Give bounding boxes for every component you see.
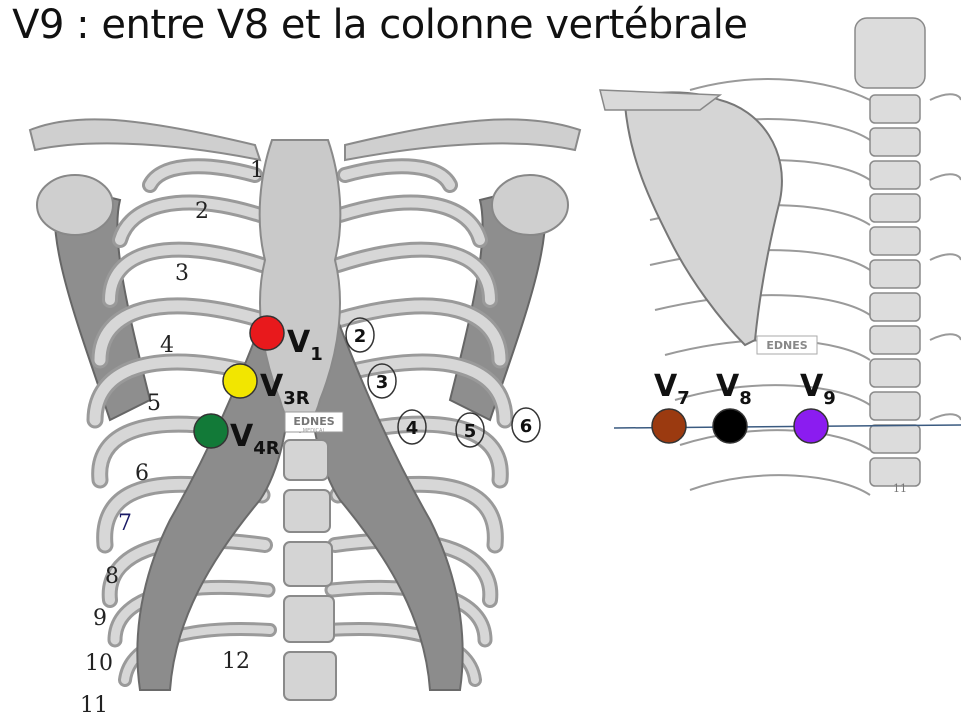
circled-rib-6: 6 <box>520 416 533 437</box>
watermark-sub-front: MEDICAL <box>303 428 326 434</box>
right-clavicle <box>30 119 260 160</box>
rib-number-6: 6 <box>135 461 149 486</box>
back-thorax-illustration: EDNES V7 V8 V9 11 <box>600 18 961 495</box>
rib-number-4: 4 <box>160 333 174 358</box>
right-humeral-head <box>37 175 113 235</box>
electrode-V7-label: V7 <box>654 369 690 409</box>
rib-number-7: 7 <box>118 511 132 536</box>
left-clavicle <box>345 119 580 160</box>
left-humeral-head <box>492 175 568 235</box>
spine-back <box>855 18 925 486</box>
rib-number-10: 10 <box>85 651 113 676</box>
circled-rib-3: 3 <box>376 372 389 393</box>
electrode-V3R-dot <box>223 364 257 398</box>
rib-number-1: 1 <box>250 158 264 183</box>
watermark-back: EDNES <box>766 339 807 352</box>
rib-number-9: 9 <box>93 606 107 631</box>
rib-number-12: 12 <box>222 649 250 674</box>
back-scapula <box>625 92 782 345</box>
watermark-front: EDNES <box>293 415 334 428</box>
back-acromion <box>600 90 720 110</box>
circled-rib-4: 4 <box>406 418 419 439</box>
circled-rib-2: 2 <box>354 326 367 347</box>
electrode-V9-dot <box>794 409 828 443</box>
electrode-V9-label: V9 <box>800 369 836 409</box>
circled-rib-5: 5 <box>464 421 477 442</box>
rib-number-3: 3 <box>175 261 189 286</box>
electrode-V4R-dot <box>194 414 228 448</box>
rib-number-8: 8 <box>105 564 119 589</box>
electrode-V8-label: V8 <box>716 369 752 409</box>
rib-number-11: 11 <box>80 693 108 718</box>
electrode-V7-dot <box>652 409 686 443</box>
electrode-V8-dot <box>713 409 747 443</box>
rib-number-2: 2 <box>195 199 209 224</box>
rib-number-5: 5 <box>147 391 161 416</box>
back-footer-mark: 11 <box>893 482 907 495</box>
front-thorax-illustration: EDNES MEDICAL 1 2 3 4 5 6 7 8 9 10 11 12… <box>30 119 580 718</box>
electrode-V1-dot <box>250 316 284 350</box>
